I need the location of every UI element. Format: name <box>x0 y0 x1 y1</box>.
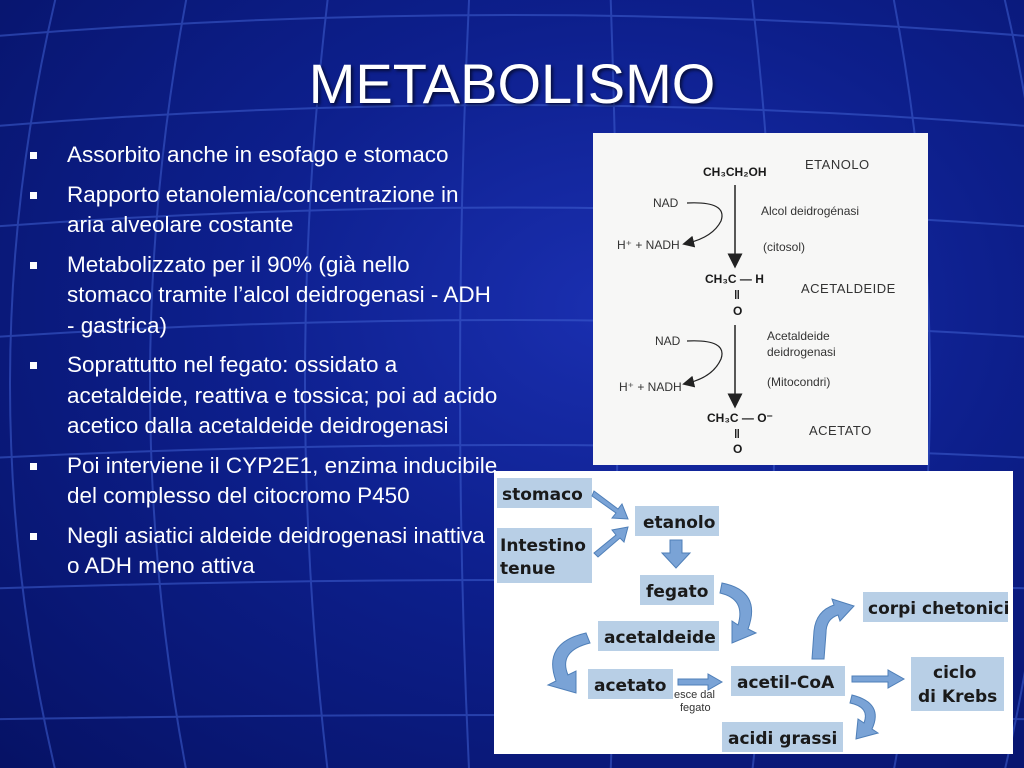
slide-title: METABOLISMO <box>308 52 716 115</box>
box-stomaco-label: stomaco <box>502 485 583 505</box>
enzyme-1-label: Alcol deidrogénasi <box>761 204 859 218</box>
enzyme-2-label-line1: Acetaldeide <box>767 329 830 343</box>
box-ciclo-krebs-label-1: ciclo <box>933 663 977 683</box>
box-stomaco <box>497 478 592 508</box>
arrow-acetil-coa-to-ciclo-krebs <box>851 669 906 689</box>
arrow-acetil-coa-to-corpi-chetonici <box>811 598 855 660</box>
bullet-item: Soprattutto nel fegato: ossidato a aceta… <box>30 350 500 442</box>
nad-label-2: NAD <box>655 334 681 348</box>
cofactor-arrow-2 <box>682 340 723 388</box>
square-bullet-icon <box>30 261 37 269</box>
reaction-scheme-panel: CH₃CH₂OH ETANOLO NAD H⁺ + NADH Alcol dei… <box>593 133 928 465</box>
square-bullet-icon <box>30 462 37 470</box>
square-bullet-icon <box>30 362 37 369</box>
square-bullet-icon <box>30 532 37 540</box>
location-2-label: (Mitocondri) <box>767 375 830 389</box>
arrow-acetaldeide-to-acetato <box>546 632 591 694</box>
box-acetaldeide <box>598 621 719 651</box>
box-ciclo-krebs-label-2: di Krebs <box>918 687 997 707</box>
square-bullet-icon <box>30 191 37 199</box>
esce-dal-fegato-label-1: esce dal <box>674 689 715 701</box>
box-acidi-grassi-label: acidi grassi <box>728 729 837 749</box>
bullet-text: Negli asiatici aldeide deidrogenasi inat… <box>67 522 485 579</box>
double-bond-1: ‖ <box>734 288 740 302</box>
box-corpi-chetonici <box>863 592 1008 622</box>
ethanol-label: ETANOLO <box>805 157 870 172</box>
oxygen-2: O <box>733 442 742 456</box>
arrow-acetil-coa-to-acidi-grassi <box>849 694 880 740</box>
bullet-item: Negli asiatici aldeide deidrogenasi inat… <box>30 521 500 582</box>
arrow-etanolo-to-fegato <box>660 539 692 569</box>
acetate-label: ACETATO <box>809 423 872 438</box>
box-etanolo <box>635 506 719 536</box>
reaction-scheme-diagram: CH₃CH₂OH ETANOLO NAD H⁺ + NADH Alcol dei… <box>617 157 896 456</box>
arrow-fegato-to-acetaldeide <box>719 582 758 644</box>
metabolic-flow-panel: stomaco Intestino tenue etanolo fegato a… <box>494 471 1013 754</box>
bullet-text: Assorbito anche in esofago e stomaco <box>67 142 449 167</box>
box-ciclo-krebs <box>911 657 1004 711</box>
arrow-intestino-to-etanolo <box>593 526 629 558</box>
bullet-item: Poi interviene il CYP2E1, enzima inducib… <box>30 451 500 512</box>
bullet-text: Poi interviene il CYP2E1, enzima inducib… <box>67 452 498 509</box>
nadh-label-1: H⁺ + NADH <box>617 238 680 252</box>
ethanol-formula: CH₃CH₂OH <box>703 165 767 179</box>
nadh-label-2: H⁺ + NADH <box>619 380 682 394</box>
oxygen-1: O <box>733 304 742 318</box>
acetaldehyde-formula: CH₃C — H <box>705 272 764 286</box>
metabolic-flow-diagram: stomaco Intestino tenue etanolo fegato a… <box>497 478 1009 752</box>
bullet-text: Rapporto etanolemia/concentrazione in ar… <box>67 181 459 238</box>
box-corpi-chetonici-label: corpi chetonici <box>868 599 1009 619</box>
box-acetil-coa-label: acetil-CoA <box>737 673 835 693</box>
bullet-item: Rapporto etanolemia/concentrazione in ar… <box>30 180 500 241</box>
acetaldehyde-label: ACETALDEIDE <box>801 281 896 296</box>
box-fegato <box>640 575 714 605</box>
location-1-label: (citosol) <box>763 240 805 254</box>
esce-dal-fegato-label-2: fegato <box>680 702 711 714</box>
box-acidi-grassi <box>722 722 843 752</box>
bullet-item: Assorbito anche in esofago e stomaco <box>30 140 500 171</box>
box-acetaldeide-label: acetaldeide <box>604 628 716 648</box>
arrow-acetato-to-acetil-coa <box>677 673 724 691</box>
box-etanolo-label: etanolo <box>643 513 715 533</box>
bullet-text: Metabolizzato per il 90% (già nello stom… <box>67 251 491 338</box>
box-intestino-label-1: Intestino <box>500 536 586 556</box>
bullet-item: Metabolizzato per il 90% (già nello stom… <box>30 250 500 342</box>
bullet-list: Assorbito anche in esofago e stomaco Rap… <box>30 140 500 591</box>
bullet-text: Soprattutto nel fegato: ossidato a aceta… <box>67 352 498 438</box>
arrow-stomaco-to-etanolo <box>591 490 629 520</box>
cofactor-arrow-1 <box>682 202 723 248</box>
box-intestino <box>497 528 592 583</box>
nad-label-1: NAD <box>653 196 679 210</box>
acetate-formula: CH₃C — O⁻ <box>707 411 773 425</box>
double-bond-2: ‖ <box>734 427 740 441</box>
box-acetato-label: acetato <box>594 676 666 696</box>
box-fegato-label: fegato <box>646 582 708 602</box>
box-acetil-coa <box>731 666 845 696</box>
square-bullet-icon <box>30 152 37 159</box>
box-intestino-label-2: tenue <box>500 559 555 579</box>
box-acetato <box>588 669 673 699</box>
enzyme-2-label-line2: deidrogenasi <box>767 345 836 359</box>
